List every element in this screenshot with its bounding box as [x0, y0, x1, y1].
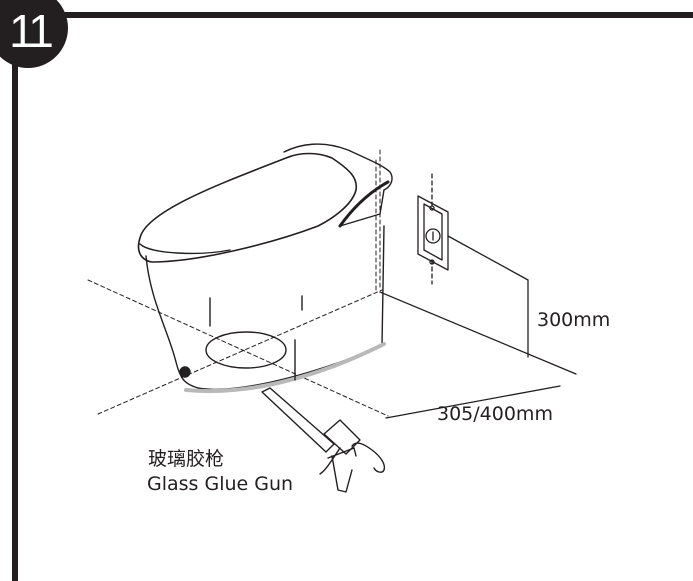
glue-gun-label-cn: 玻璃胶枪 — [148, 448, 225, 470]
frame-left-border — [12, 36, 18, 581]
floor-reference-lines — [87, 149, 389, 417]
drain-outlet — [205, 331, 287, 369]
glue-gun-label-en: Glass Glue Gun — [147, 473, 294, 495]
step-number: 11 — [9, 5, 54, 57]
wall-distance-label: 305/400mm — [437, 403, 553, 425]
wall-outlet-icon — [417, 173, 449, 285]
inlet-height-label: 300mm — [537, 309, 611, 331]
glue-gun-icon — [261, 387, 386, 493]
dimension-lines — [379, 235, 577, 419]
frame-top-border — [36, 12, 693, 18]
toilet-body — [137, 143, 393, 394]
